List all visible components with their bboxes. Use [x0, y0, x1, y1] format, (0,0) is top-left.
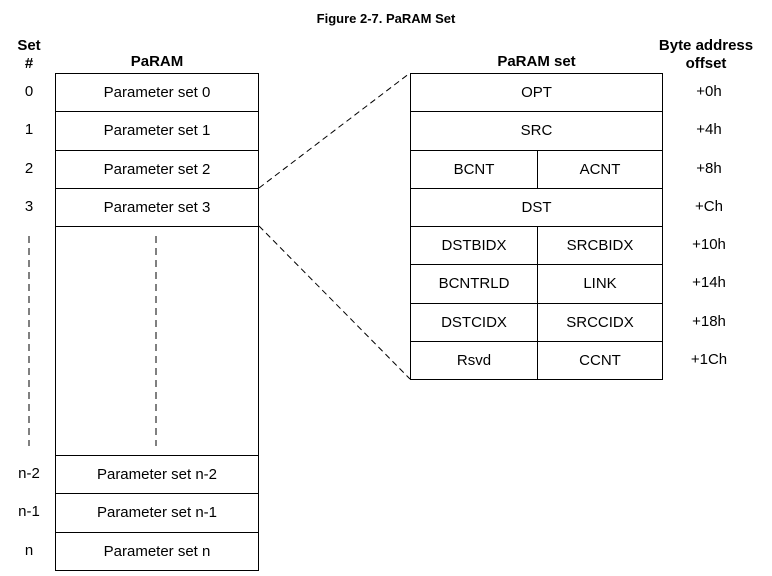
param-field-cell: ACNT: [537, 149, 663, 189]
byte-offset: +18h: [692, 312, 726, 330]
param-field-cell: BCNT: [410, 149, 538, 189]
parameter-set-cell: Parameter set n-1: [55, 493, 259, 533]
set-number: n: [24, 541, 34, 559]
param-field-cell: CCNT: [537, 340, 663, 380]
param-gap-block: [55, 226, 259, 456]
parameter-set-cell: Parameter set 2: [55, 149, 259, 189]
byte-offset: +4h: [696, 121, 722, 139]
byte-offset: +0h: [696, 83, 722, 100]
param-header: PaRAM: [130, 53, 184, 70]
byte-offset: +Ch: [695, 197, 723, 215]
param-field-cell: SRC: [410, 111, 663, 151]
set-number-header-line1: Set: [17, 37, 41, 54]
zoom-line-top: [258, 72, 411, 189]
byte-offset-header-line1: Byte address: [658, 37, 754, 54]
byte-offset-header-line2: offset: [685, 55, 727, 72]
zoom-line-bottom: [258, 225, 411, 380]
param-set-header: PaRAM set: [497, 53, 576, 70]
byte-offset: +8h: [696, 159, 722, 177]
set-number-header-line2: #: [24, 55, 34, 72]
set-number: n-1: [18, 503, 40, 521]
param-field-cell: Rsvd: [410, 340, 538, 380]
parameter-set-cell: Parameter set 0: [55, 73, 259, 113]
parameter-set-cell: Parameter set n: [55, 531, 259, 571]
figure-title: Figure 2-7. PaRAM Set: [316, 11, 456, 26]
param-field-cell: DSTBIDX: [410, 226, 538, 266]
byte-offset: +14h: [692, 274, 726, 292]
set-number-header: Set #: [9, 37, 49, 73]
set-number: n-2: [18, 465, 40, 482]
set-number: 1: [24, 121, 34, 139]
set-number: 0: [24, 83, 34, 100]
param-field-cell: SRCCIDX: [537, 302, 663, 342]
set-number: 2: [24, 159, 34, 177]
param-field-cell: DST: [410, 187, 663, 227]
byte-offset-header: Byte address offset: [640, 37, 772, 73]
byte-offset: +1Ch: [690, 350, 728, 368]
parameter-set-cell: Parameter set 1: [55, 111, 259, 151]
byte-offset: +10h: [692, 236, 726, 253]
param-field-cell: LINK: [537, 264, 663, 304]
set-number: 3: [24, 197, 34, 215]
